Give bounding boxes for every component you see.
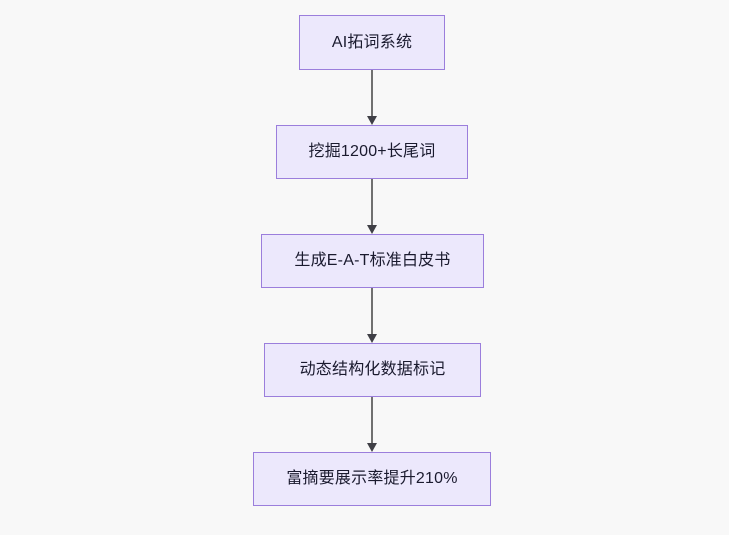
flow-node-label: AI拓词系统 <box>331 33 413 51</box>
connector-node2-node3 <box>366 179 377 234</box>
flow-node-rich-snippet-rate-increase[interactable]: 富摘要展示率提升210% <box>253 452 491 506</box>
flow-node-ai-keyword-system[interactable]: AI拓词系统 <box>299 15 445 70</box>
flow-node-label: 挖掘1200+长尾词 <box>308 143 436 161</box>
flow-node-mine-longtail-keywords[interactable]: 挖掘1200+长尾词 <box>276 125 468 179</box>
flow-node-dynamic-structured-data-markup[interactable]: 动态结构化数据标记 <box>264 343 481 397</box>
connector-line <box>371 397 373 444</box>
flow-node-label: 动态结构化数据标记 <box>299 361 446 379</box>
connector-line <box>371 179 373 226</box>
connector-node4-node5 <box>366 397 377 452</box>
flow-node-label: 富摘要展示率提升210% <box>286 470 458 488</box>
connector-line <box>371 288 373 335</box>
connector-node3-node4 <box>366 288 377 343</box>
flow-node-generate-eat-whitepaper[interactable]: 生成E-A-T标准白皮书 <box>261 234 484 288</box>
arrowhead-icon <box>366 225 377 234</box>
arrowhead-icon <box>366 443 377 452</box>
arrowhead-icon <box>366 334 377 343</box>
connector-line <box>371 70 373 117</box>
arrowhead-icon <box>366 116 377 125</box>
flow-node-label: 生成E-A-T标准白皮书 <box>294 252 451 270</box>
connector-node1-node2 <box>366 70 377 125</box>
